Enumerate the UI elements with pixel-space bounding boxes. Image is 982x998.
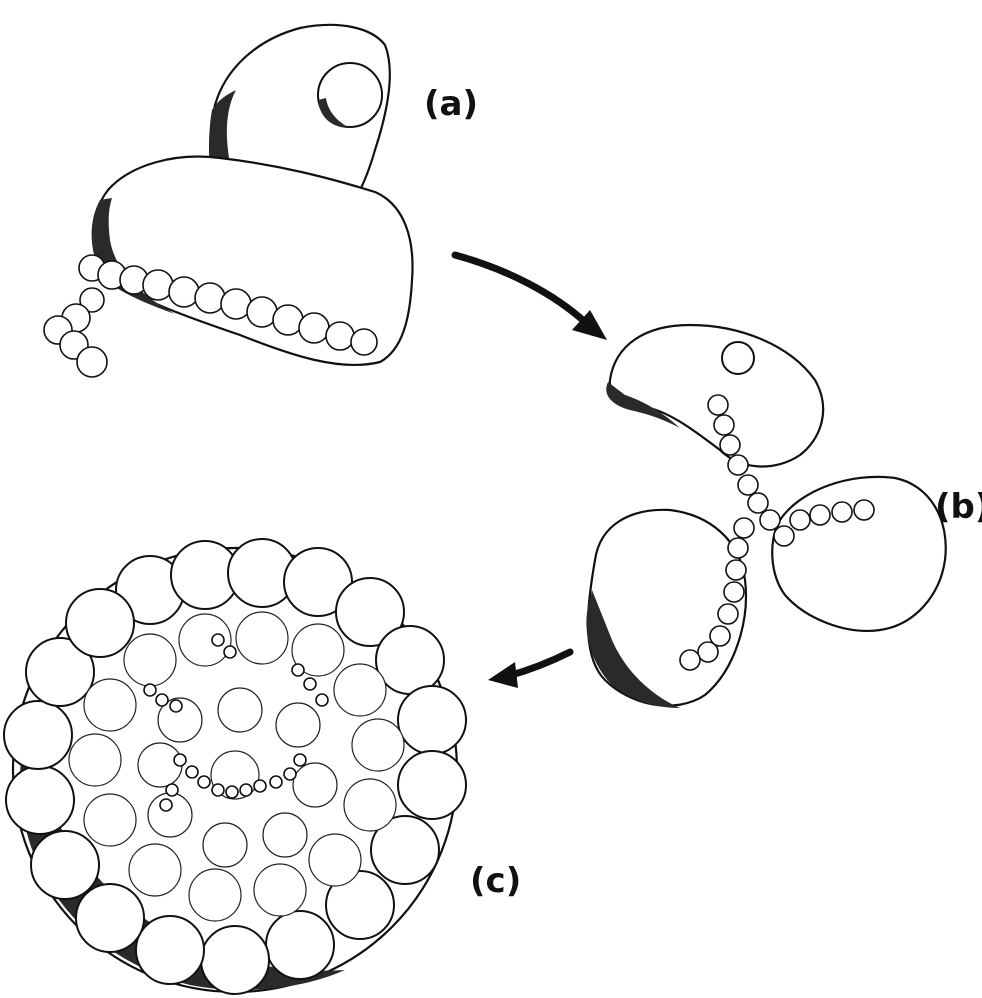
arrow-a-to-b xyxy=(455,255,607,340)
molecule-b-sphere xyxy=(722,342,754,374)
label-c: (c) xyxy=(470,861,521,901)
label-b: (b) xyxy=(935,487,982,527)
molecule-b xyxy=(586,325,945,708)
molecule-a xyxy=(44,25,413,377)
molecule-a-tail xyxy=(44,288,107,377)
molecule-b-right-lobe xyxy=(772,477,946,631)
label-a: (a) xyxy=(424,84,478,124)
assembly-c xyxy=(4,539,466,994)
arrow-b-to-c xyxy=(488,652,570,688)
